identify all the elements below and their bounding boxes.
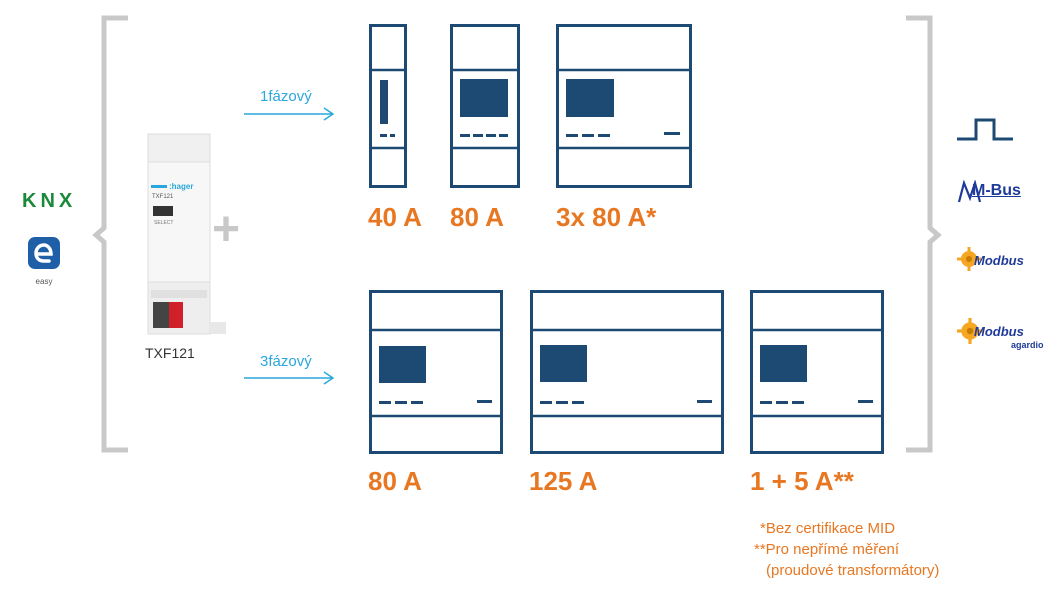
pulse-output-icon [957, 118, 1013, 141]
meter-label-125a: 125 A [529, 466, 598, 496]
meter-3x80a [556, 24, 692, 188]
meter-label-80a-three: 80 A [368, 466, 422, 496]
meter-80a-three [369, 290, 503, 454]
device-model-small: TXF121 [152, 194, 174, 200]
right-bracket [906, 15, 942, 453]
meter-label-1-5a: 1 + 5 A** [750, 466, 854, 496]
modbus-logo: Modbus [957, 247, 1037, 275]
modbus-text: Modbus [974, 253, 1024, 268]
plus-sign: + [212, 203, 241, 256]
meter-label-80a-single: 80 A [450, 202, 504, 232]
meter-label-40a: 40 A [368, 202, 422, 232]
device-select-label: SELECT [154, 220, 174, 226]
meter-label-3x80a: 3x 80 A* [556, 202, 657, 232]
meter-80a-single [450, 24, 520, 188]
device-brand: :hager [169, 182, 194, 191]
mbus-text: M-Bus [972, 182, 1021, 199]
knx-logo: KNX [22, 190, 86, 214]
arrow-three [244, 371, 335, 385]
modbus-agardio-sub: agardio [1011, 340, 1044, 350]
modbus-agardio-title: Modbus [974, 324, 1024, 339]
knx-text: KNX [22, 190, 77, 212]
phase-label-three: 3fázový [260, 353, 312, 370]
device-caption: TXF121 [145, 345, 195, 361]
note-mid: *Bez certifikace MID [760, 520, 896, 537]
note-indirect: **Pro nepřímé měření [754, 541, 900, 558]
modbus-gear-icon [957, 247, 981, 271]
meter-1-5a [750, 290, 884, 454]
modbus-agardio-logo: Modbus agardio [957, 318, 1047, 352]
phase-label-single: 1fázový [260, 88, 312, 105]
txf121-device: :hager TXF121 SELECT [146, 132, 228, 342]
meter-40a [369, 24, 407, 188]
left-bracket [92, 15, 128, 453]
easy-icon [28, 237, 60, 269]
device-illustration [147, 133, 226, 335]
easy-logo: easy [27, 236, 61, 286]
modbus-agardio-gear-icon [957, 318, 983, 344]
easy-label: easy [35, 277, 53, 286]
mbus-logo: M-Bus [958, 178, 1028, 206]
meter-125a [530, 290, 724, 454]
arrow-single [244, 107, 335, 121]
note-ct: (proudové transformátory) [766, 562, 940, 579]
mbus-wave-icon [958, 180, 982, 203]
